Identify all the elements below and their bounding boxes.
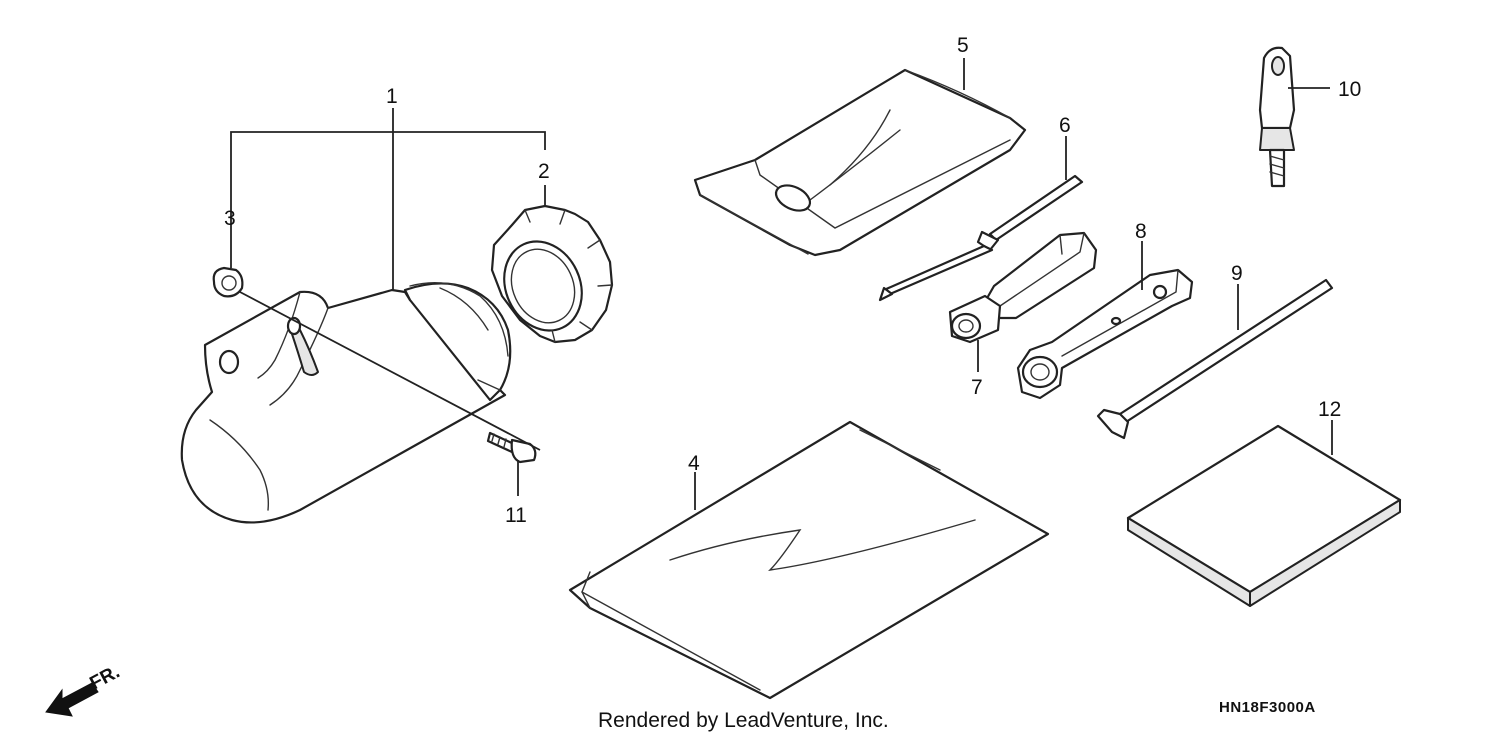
callout-6: 6 (1059, 114, 1071, 137)
render-credit: Rendered by LeadVenture, Inc. (598, 709, 889, 732)
plug-driver-part-10[interactable] (1258, 46, 1296, 188)
document-bag-part-4[interactable] (568, 420, 1050, 700)
callout-5: 5 (957, 34, 969, 57)
callout-7: 7 (971, 376, 983, 399)
diagram-code: HN18F3000A (1219, 699, 1316, 716)
box-wrench-part-8[interactable] (1016, 268, 1194, 400)
callout-4: 4 (688, 452, 700, 475)
cap-part-2[interactable] (490, 204, 614, 344)
tool-case-part-1[interactable] (180, 281, 512, 524)
bolt-part-11[interactable] (486, 431, 537, 464)
leader-lines (230, 58, 1333, 510)
front-arrow-icon (45, 682, 99, 717)
socket-wrench-part-7[interactable] (948, 231, 1098, 344)
callout-8: 8 (1135, 220, 1147, 243)
tool-bag-part-5[interactable] (693, 68, 1027, 257)
callout-labels: 1 2 3 4 5 6 7 8 9 10 11 12 (224, 34, 1361, 527)
grommet-part-3[interactable] (212, 266, 244, 298)
callout-10: 10 (1338, 78, 1361, 101)
owners-manual-part-12[interactable] (1126, 424, 1402, 607)
callout-11: 11 (505, 504, 527, 527)
callout-3: 3 (224, 207, 236, 230)
callout-1: 1 (386, 85, 398, 108)
callout-12: 12 (1318, 398, 1341, 421)
hex-key-part-9[interactable] (1096, 278, 1334, 440)
callout-9: 9 (1231, 262, 1243, 285)
front-direction-indicator: FR. (45, 662, 123, 717)
screwdriver-part-6[interactable] (878, 174, 1084, 302)
callout-2: 2 (538, 160, 550, 183)
